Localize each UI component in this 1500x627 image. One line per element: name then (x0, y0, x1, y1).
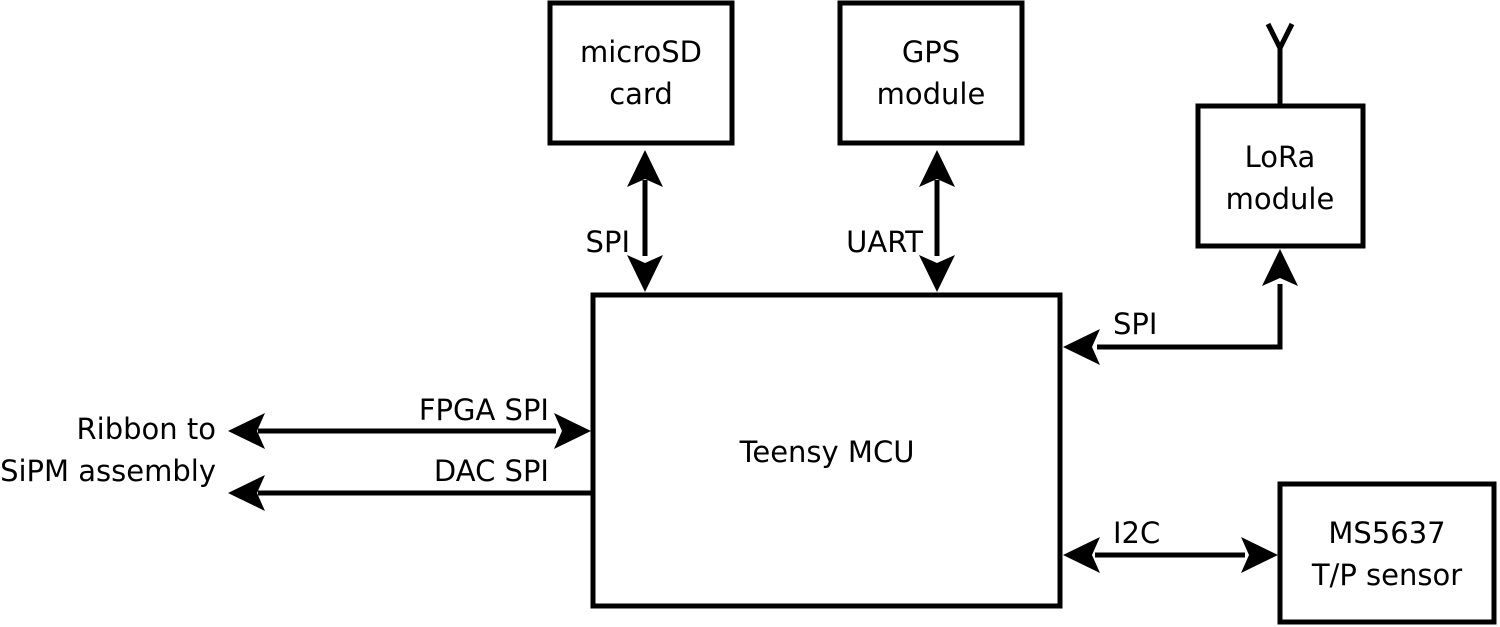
arrowhead-up (1262, 249, 1298, 286)
gps-module-box (837, 0, 1025, 146)
connection-sensor-i2c: I2C (1063, 516, 1278, 573)
ms5637-sensor-label-line1: MS5637 (1328, 516, 1445, 550)
arrowhead-down (919, 255, 955, 292)
arrowhead-left (228, 413, 265, 449)
teensy-mcu-block: Teensy MCU (590, 292, 1063, 609)
gps-module-block: GPS module (837, 0, 1025, 146)
teensy-mcu-label: Teensy MCU (739, 435, 915, 469)
ribbon-to-sipm-label: Ribbon to SiPM assembly (0, 412, 216, 488)
connection-label: FPGA SPI (419, 393, 549, 427)
microsd-card-label-line1: microSD (580, 35, 702, 69)
ms5637-sensor-label-line2: T/P sensor (1311, 558, 1462, 592)
lora-module-label-line1: LoRa (1245, 140, 1316, 174)
arrowhead-left (228, 475, 265, 511)
lora-module-block: LoRa module (1195, 22, 1366, 249)
arrowhead-right (1241, 537, 1278, 573)
connection-microsd-spi: SPI (586, 150, 663, 292)
lora-module-box (1195, 103, 1366, 249)
connection-label: SPI (586, 225, 630, 259)
ms5637-sensor-box (1277, 481, 1497, 625)
connection-label: SPI (1113, 307, 1157, 341)
arrowhead-left (1063, 329, 1100, 365)
microsd-card-box (547, 0, 735, 146)
connection-line (1097, 284, 1283, 350)
arrowhead-up (919, 150, 955, 187)
ribbon-label-line1: Ribbon to (77, 412, 216, 446)
connection-gps-uart: UART (846, 150, 955, 292)
lora-module-label-line2: module (1226, 182, 1335, 216)
arrowhead-left (1063, 537, 1100, 573)
gps-module-label-line2: module (877, 77, 986, 111)
antenna-icon (1265, 22, 1295, 104)
ribbon-label-line2: SiPM assembly (0, 454, 216, 488)
microsd-card-label-line2: card (609, 77, 673, 111)
connection-label: DAC SPI (434, 454, 549, 488)
ms5637-sensor-block: MS5637 T/P sensor (1277, 481, 1497, 625)
connection-label: UART (846, 225, 923, 259)
connection-label: I2C (1113, 516, 1160, 550)
gps-module-label-line1: GPS (902, 35, 960, 69)
connection-fpga-spi: FPGA SPI (228, 393, 591, 449)
arrowhead-down (627, 255, 663, 292)
microsd-card-block: microSD card (547, 0, 735, 146)
connection-lora-spi: SPI (1063, 249, 1298, 365)
arrowhead-up (627, 150, 663, 187)
teensy-mcu-box (590, 292, 1063, 609)
connection-dac-spi: DAC SPI (228, 454, 593, 511)
arrowhead-right (554, 413, 591, 449)
